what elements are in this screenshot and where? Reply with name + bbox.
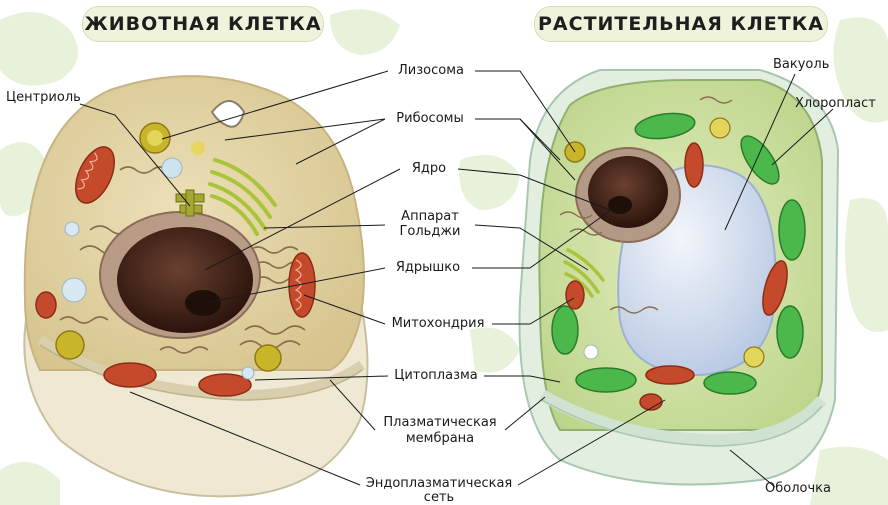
label-ribosomes: Рибосомы [396,111,464,126]
plant-chloroplasts [551,112,806,395]
animal-cell [23,75,369,498]
label-cytoplasm: Цитоплазма [394,368,478,383]
leader-lines [79,70,834,488]
label-er-line1: Эндоплазматическая [365,476,513,491]
label-nucleolus: Ядрышко [395,260,461,275]
label-membrane-line2: мембрана [405,431,475,446]
label-centriole: Центриоль [6,90,81,105]
plant-mitochondria [565,142,788,411]
label-lysosome: Лизосома [398,63,464,78]
animal-nucleolus [185,290,221,316]
animal-golgi [208,158,277,236]
animal-vesicles [55,100,282,380]
label-golgi-line1: Аппарат [401,209,459,224]
animal-cell-title: ЖИВОТНАЯ КЛЕТКА [82,6,324,42]
label-er-line2: сеть [423,490,455,505]
label-chloroplast: Хлоропласт [795,96,876,111]
label-nucleus: Ядро [411,161,447,176]
plant-nucleus [588,156,668,228]
animal-centriole [175,189,205,217]
plant-cell [518,69,840,486]
plant-golgi [563,248,605,298]
label-vacuole: Вакуоль [773,57,830,72]
label-membrane-line1: Плазматическая [383,415,497,430]
background-blobs [0,9,888,505]
label-golgi-line2: Гольджи [399,224,461,239]
label-mitochondria: Митохондрия [391,316,485,331]
plant-nucleolus [608,196,632,214]
animal-nucleus [117,227,253,333]
animal-mitochondria [35,146,316,397]
plant-cell-title: РАСТИТЕЛЬНАЯ КЛЕТКА [534,6,828,42]
label-cell-wall: Оболочка [765,481,831,496]
plant-er [559,96,733,314]
